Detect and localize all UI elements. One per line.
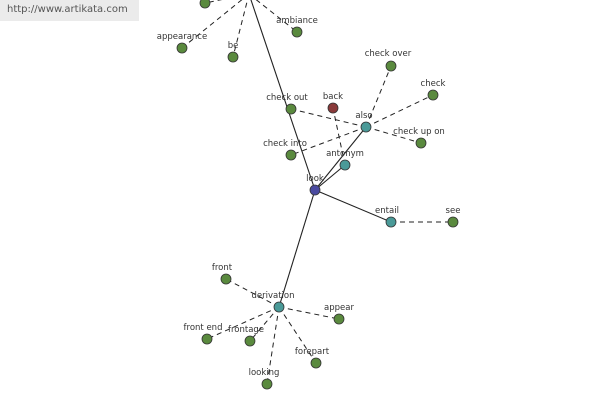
label-antonym[interactable]: antonym [326, 149, 364, 159]
edge-top-hub-be [232, 0, 248, 58]
source-url[interactable]: http://www.artikata.com [0, 0, 139, 21]
edge-derivation-forepart [278, 306, 317, 364]
label-frontage[interactable]: frontage [228, 325, 264, 335]
node-front[interactable] [220, 273, 232, 285]
label-see[interactable]: see [446, 206, 461, 216]
node-appearance[interactable] [176, 42, 188, 54]
label-front-end[interactable]: front end [184, 323, 223, 333]
graph-labels: look also antonym entail derivation back check… [157, 16, 461, 378]
edge-top-hub-top-word [204, 0, 223, 4]
edge-derivation-frontage [249, 306, 280, 342]
node-check-over[interactable] [385, 60, 397, 72]
label-look[interactable]: look [306, 174, 324, 184]
label-check[interactable]: check [421, 79, 446, 89]
label-entail[interactable]: entail [375, 206, 399, 216]
label-be[interactable]: be [228, 41, 239, 51]
node-look[interactable] [309, 184, 321, 196]
label-appear[interactable]: appear [324, 303, 354, 313]
node-entail[interactable] [385, 216, 397, 228]
node-top-word[interactable] [199, 0, 211, 9]
label-forepart[interactable]: forepart [295, 347, 330, 357]
edge-derivation-looking [266, 306, 280, 385]
node-appear[interactable] [333, 313, 345, 325]
edge-look-antonym [314, 164, 346, 191]
label-check-into[interactable]: check into [263, 139, 307, 149]
node-also[interactable] [360, 121, 372, 133]
edge-look-entail [314, 189, 392, 223]
node-forepart[interactable] [310, 357, 322, 369]
edge-derivation-appear [278, 306, 340, 320]
label-front[interactable]: front [212, 263, 233, 273]
graph-edges [181, 0, 453, 385]
node-frontage[interactable] [244, 335, 256, 347]
edge-also-check-out [290, 108, 367, 128]
node-antonym[interactable] [339, 159, 351, 171]
label-looking[interactable]: looking [249, 368, 280, 378]
node-ambiance[interactable] [291, 26, 303, 38]
node-front-end[interactable] [201, 333, 213, 345]
node-check[interactable] [427, 89, 439, 101]
edge-also-check-into [290, 126, 367, 156]
edge-also-check-over [365, 65, 392, 128]
label-check-over[interactable]: check over [365, 49, 412, 59]
edge-look-derivation [278, 189, 316, 308]
edge-top-hub-look [250, 0, 316, 191]
node-check-up-on[interactable] [415, 137, 427, 149]
node-check-out[interactable] [285, 103, 297, 115]
label-back[interactable]: back [323, 92, 343, 102]
edge-antonym-back [332, 107, 346, 166]
node-derivation[interactable] [273, 301, 285, 313]
label-appearance[interactable]: appearance [157, 32, 207, 42]
graph-nodes [176, 0, 459, 390]
node-back[interactable] [327, 102, 339, 114]
edge-also-check-up-on [365, 126, 422, 144]
label-check-out[interactable]: check out [266, 93, 308, 103]
label-ambiance[interactable]: ambiance [276, 16, 318, 26]
label-check-up-on[interactable]: check up on [393, 127, 445, 137]
edge-also-check [365, 94, 434, 128]
edge-derivation-front [225, 278, 280, 308]
node-check-into[interactable] [285, 149, 297, 161]
node-see[interactable] [447, 216, 459, 228]
label-derivation[interactable]: derivation [251, 291, 294, 301]
node-looking[interactable] [261, 378, 273, 390]
edge-look-also [314, 126, 367, 191]
node-be[interactable] [227, 51, 239, 63]
edge-top-hub-ambiance [255, 0, 298, 33]
edge-derivation-front-end [206, 306, 280, 340]
label-also[interactable]: also [355, 111, 372, 121]
